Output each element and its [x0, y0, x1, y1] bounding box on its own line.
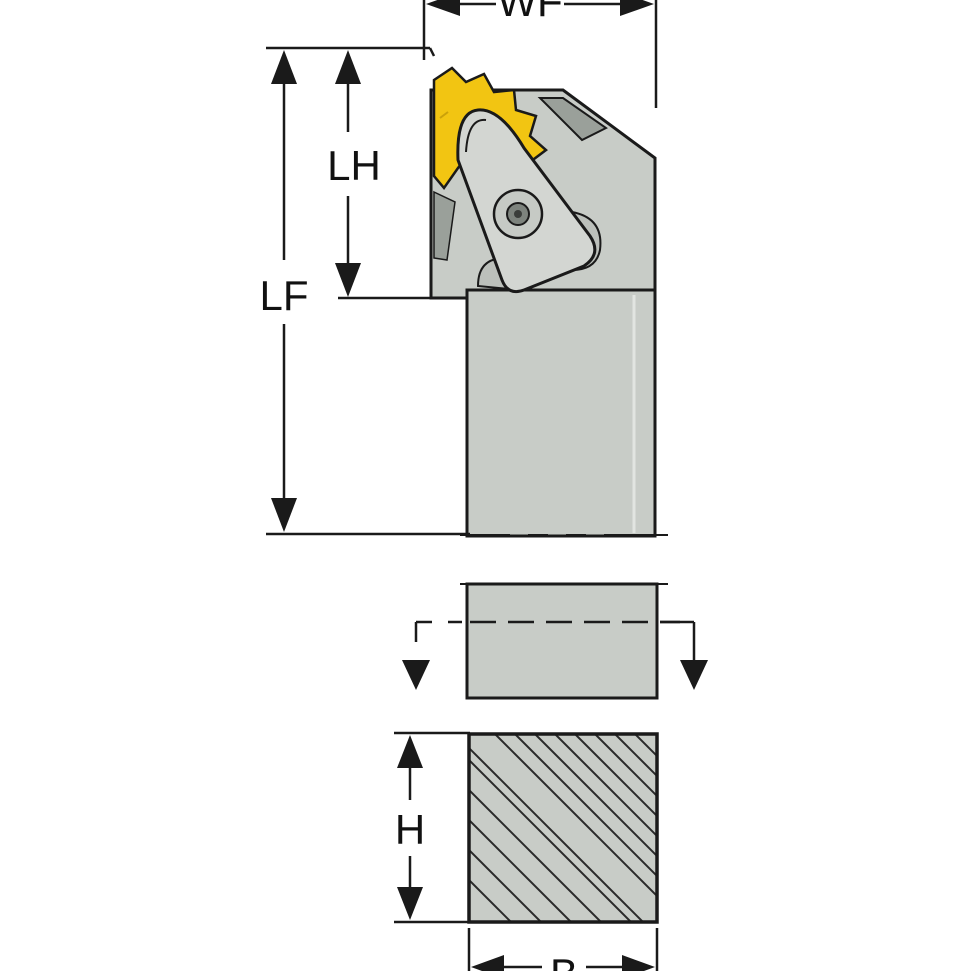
lf-arrow-top	[271, 50, 297, 84]
dimension-lf	[266, 46, 470, 536]
h-arrow-bottom	[397, 887, 423, 920]
lh-arrow-bottom	[335, 263, 361, 297]
b-arrow-right	[622, 955, 655, 971]
holder-shank-lower	[465, 582, 659, 700]
section-arrow-left	[402, 660, 430, 690]
lh-label: LH	[327, 142, 381, 189]
dimension-h	[394, 731, 470, 924]
wf-arrow-right	[620, 0, 654, 16]
wf-arrow-left	[426, 0, 460, 16]
b-label: B	[550, 950, 578, 971]
h-label: H	[395, 806, 425, 853]
b-arrow-left	[471, 955, 504, 971]
cross-section	[467, 732, 659, 924]
lf-label: LF	[259, 272, 308, 319]
wf-label: WF	[497, 0, 562, 25]
lh-arrow-top	[335, 50, 361, 84]
dimension-lh	[338, 80, 440, 300]
break-lines	[460, 534, 668, 585]
holder-shank-upper	[465, 288, 657, 538]
lf-arrow-bottom	[271, 498, 297, 532]
section-cut-line	[414, 620, 696, 660]
h-arrow-top	[397, 735, 423, 768]
section-arrow-right	[680, 660, 708, 690]
clamp	[456, 108, 597, 294]
